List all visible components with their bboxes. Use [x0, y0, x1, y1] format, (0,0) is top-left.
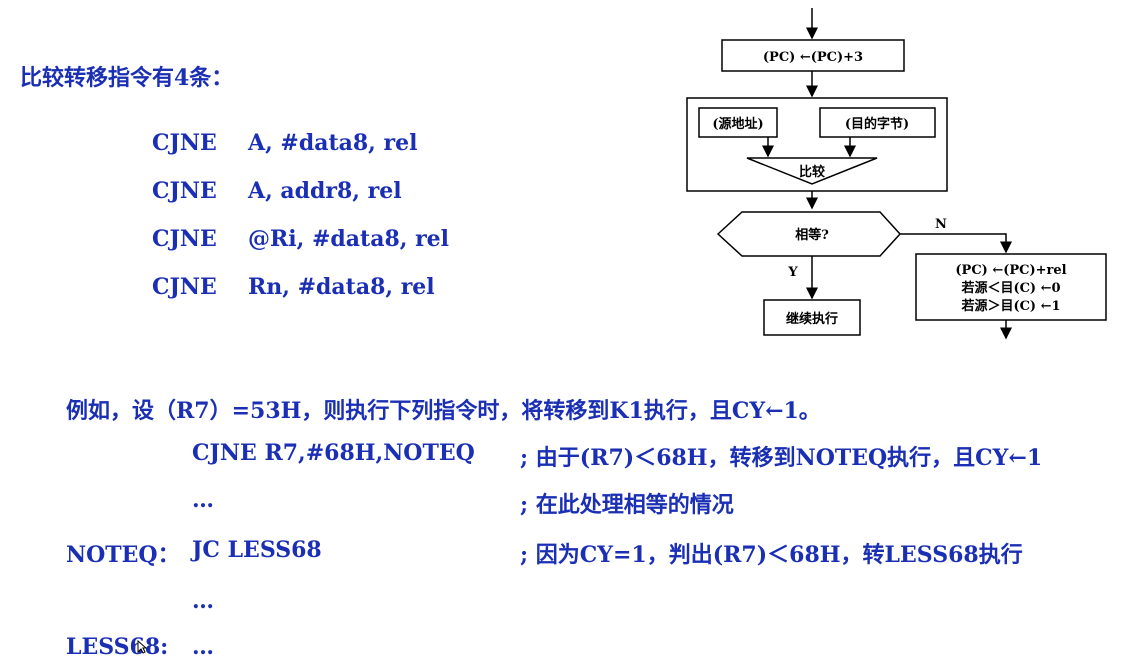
arrow-no	[900, 233, 1012, 254]
dest-label: (目的字节)	[845, 116, 909, 132]
mnemonic: CJNE	[152, 274, 217, 300]
example-comment-3: ; 因为CY=1，判出(R7)＜68H，转LESS68执行	[520, 542, 1023, 568]
operands: A, addr8, rel	[248, 178, 402, 204]
result-line-2: 若源＜目(C) ←0	[960, 280, 1060, 296]
mnemonic: CJNE	[152, 130, 217, 156]
continue-label: 继续执行	[786, 311, 838, 327]
result-box	[915, 253, 1107, 321]
example-label-3: NOTEQ：	[66, 542, 180, 568]
instruction-3: CJNE @Ri, #data8, rel	[152, 226, 449, 252]
mnemonic: CJNE	[152, 178, 217, 204]
example-intro: 例如，设（R7）=53H，则执行下列指令时，将转移到K1执行，且CY←1。	[66, 398, 821, 424]
operands: @Ri, #data8, rel	[248, 226, 450, 252]
result-line-3: 若源＞目(C) ←1	[960, 298, 1060, 314]
compare-triangle	[746, 157, 878, 185]
example-comment-1: ; 由于(R7)＜68H，转移到NOTEQ执行，且CY←1	[520, 445, 1043, 471]
intro-heading: 比较转移指令有4条：	[20, 65, 234, 91]
mouse-pointer-icon	[137, 640, 147, 654]
instruction-2: CJNE A, addr8, rel	[152, 178, 402, 204]
dest-box	[819, 107, 936, 138]
instruction-1: CJNE A, #data8, rel	[152, 130, 417, 156]
result-line-1: (PC) ←(PC)+rel	[955, 263, 1066, 278]
no-label: N	[935, 217, 947, 232]
equal-label: 相等?	[795, 227, 829, 243]
flowchart: (PC) ←(PC)+3 (源地址) (目的字节) 比较 相等? Y N 继续执…	[686, 8, 1107, 340]
mnemonic: CJNE	[152, 226, 217, 252]
compare-label: 比较	[799, 164, 825, 180]
yes-label: Y	[787, 265, 798, 280]
source-box	[698, 107, 778, 138]
compare-group-box	[686, 97, 948, 192]
example-label-5: LESS68:	[66, 634, 169, 660]
operands: A, #data8, rel	[248, 130, 418, 156]
example-code-2: …	[192, 487, 214, 513]
example-comment-2: ; 在此处理相等的情况	[520, 492, 734, 518]
example-code-5: …	[192, 634, 214, 660]
operands: Rn, #data8, rel	[248, 274, 435, 300]
continue-box	[763, 299, 861, 336]
example-code-4: …	[192, 588, 214, 614]
example-code-3: JC LESS68	[192, 537, 322, 563]
source-label: (源地址)	[712, 116, 763, 132]
example-code-1: CJNE R7,#68H,NOTEQ	[192, 440, 475, 466]
pc-box-label: (PC) ←(PC)+3	[763, 50, 863, 65]
pc-box	[721, 39, 905, 72]
instruction-4: CJNE Rn, #data8, rel	[152, 274, 435, 300]
